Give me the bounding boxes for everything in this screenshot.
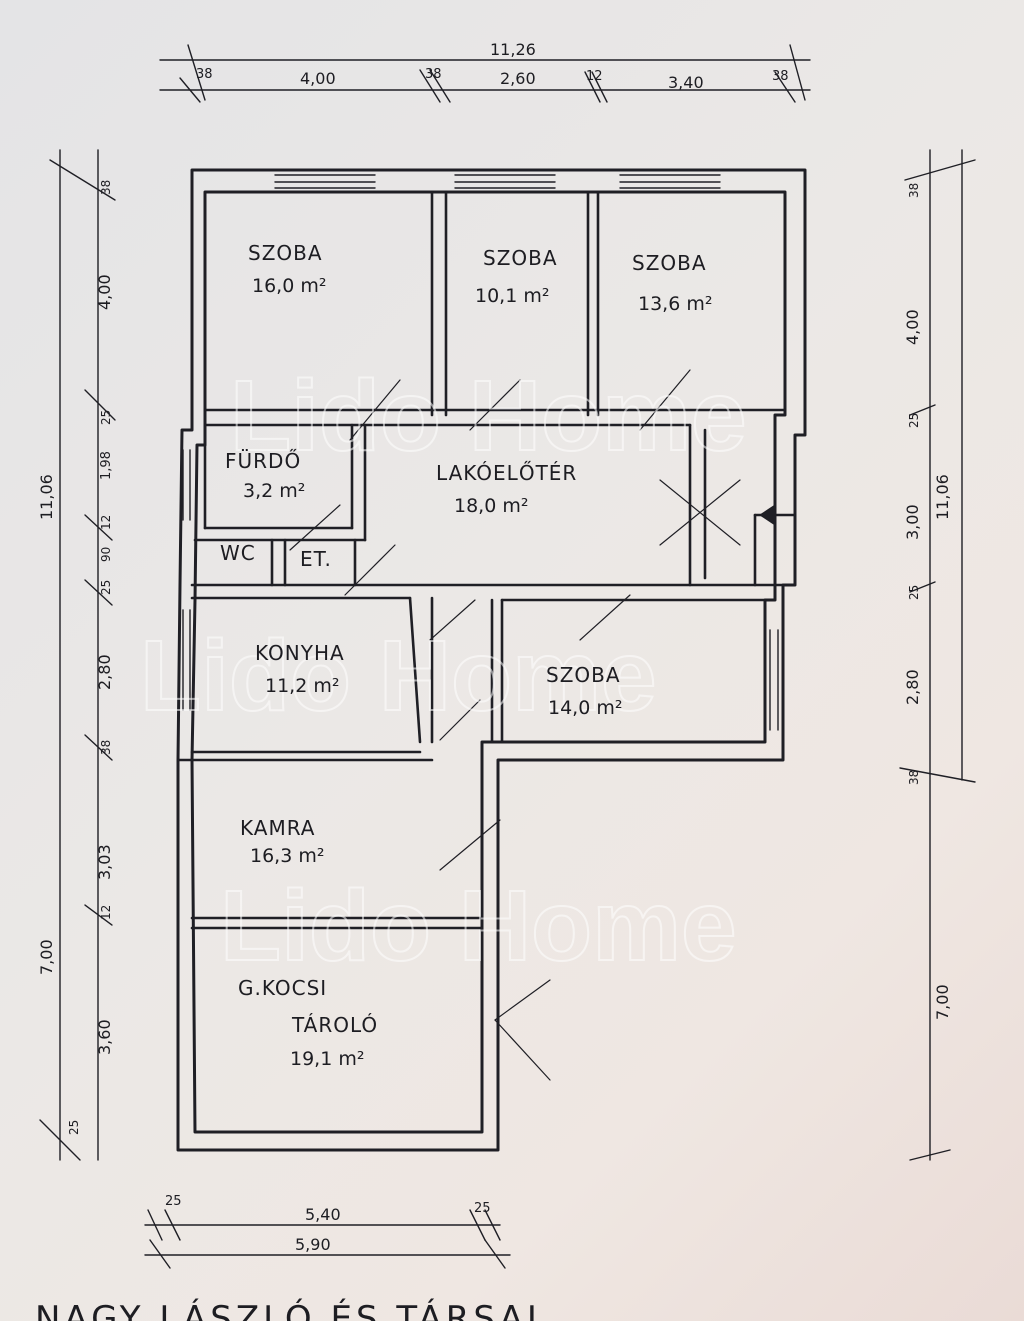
- top-dim-5: 12: [586, 69, 603, 84]
- right-lower-total-dimension: 7,00: [933, 984, 952, 1020]
- right-total-dimension: 11,06: [933, 474, 952, 520]
- left-dimension-lines: [39, 149, 116, 1161]
- szoba3-name: SZOBA: [632, 251, 707, 275]
- windows: [182, 174, 779, 731]
- left-dim-3: 25: [99, 410, 113, 425]
- szoba2-name: SZOBA: [483, 246, 558, 270]
- door-swings: [289, 369, 741, 1081]
- tarolo-name-2: TÁROLÓ: [291, 1013, 378, 1037]
- tarolo-name-1: G.KOCSI: [238, 976, 327, 1000]
- entrance-arrow-icon: [759, 504, 776, 526]
- top-dim-3: 38: [425, 67, 442, 82]
- szoba1-name: SZOBA: [248, 241, 323, 265]
- kamra-name: KAMRA: [240, 816, 315, 840]
- left-dim-6: 90: [99, 547, 113, 562]
- bottom-dimension-lines: [144, 1209, 511, 1269]
- caption-fragment: NAGY LÁSZLÓ ÉS TÁRSAI: [35, 1298, 541, 1321]
- svg-text:Lido Home: Lido Home: [230, 360, 747, 472]
- bottom-total-dimension: 5,90: [295, 1235, 331, 1254]
- top-dim-4: 2,60: [500, 69, 536, 88]
- wc-label: WC: [220, 541, 256, 565]
- szoba1-area: 16,0 m²: [252, 275, 326, 297]
- watermark: Lido Home Lido Home Lido Home: [139, 359, 748, 983]
- bottom-dim-3: 25: [474, 1201, 491, 1216]
- top-dimension-lines: [159, 44, 811, 103]
- left-dim-5: 12: [99, 515, 113, 530]
- szoba2-area: 10,1 m²: [475, 285, 549, 307]
- konyha-area: 11,2 m²: [265, 675, 339, 697]
- left-dim-8: 2,80: [95, 654, 114, 690]
- tarolo-area: 19,1 m²: [290, 1048, 364, 1070]
- right-dim-3: 25: [907, 413, 921, 428]
- top-dim-2: 4,00: [300, 69, 336, 88]
- top-dim-6: 3,40: [668, 73, 704, 92]
- top-dim-1: 38: [196, 67, 213, 82]
- right-dim-6: 2,80: [903, 669, 922, 705]
- bottom-dim-1: 25: [165, 1194, 182, 1209]
- left-dim-13: 25: [67, 1120, 81, 1135]
- top-total-dimension: 11,26: [490, 40, 536, 59]
- right-dim-7: 38: [907, 770, 921, 785]
- lakoeloter-name: LAKÓELŐTÉR: [436, 461, 577, 485]
- right-dim-4: 3,00: [903, 504, 922, 540]
- furdo-area: 3,2 m²: [243, 480, 305, 502]
- top-dim-7: 38: [772, 69, 789, 84]
- svg-text:Lido Home: Lido Home: [220, 870, 737, 982]
- furdo-name: FÜRDŐ: [225, 449, 301, 473]
- konyha-name: KONYHA: [255, 641, 345, 665]
- left-dim-7: 25: [99, 580, 113, 595]
- left-total-dimension: 11,06: [37, 474, 56, 520]
- left-dim-2: 4,00: [95, 274, 114, 310]
- szoba4-name: SZOBA: [546, 663, 621, 687]
- left-dim-10: 3,03: [95, 844, 114, 880]
- exterior-walls: [176, 168, 807, 1152]
- lakoeloter-area: 18,0 m²: [454, 495, 528, 517]
- left-dim-9: 38: [99, 740, 113, 755]
- right-dim-2: 4,00: [903, 309, 922, 345]
- svg-text:Lido Home: Lido Home: [140, 620, 657, 732]
- bottom-dim-2: 5,40: [305, 1205, 341, 1224]
- kamra-area: 16,3 m²: [250, 845, 324, 867]
- right-dim-5: 25: [907, 585, 921, 600]
- szoba3-area: 13,6 m²: [638, 293, 712, 315]
- left-dim-12: 3,60: [95, 1019, 114, 1055]
- szoba4-area: 14,0 m²: [548, 697, 622, 719]
- left-lower-total-dimension: 7,00: [37, 939, 56, 975]
- right-dimension-lines: [899, 149, 976, 1161]
- et-label: ET.: [300, 547, 332, 571]
- left-dim-4: 1,98: [99, 451, 114, 480]
- left-dim-11: 12: [99, 905, 113, 920]
- right-dim-1: 38: [907, 183, 921, 198]
- interior-walls: [176, 190, 797, 930]
- left-dim-1: 38: [99, 180, 113, 195]
